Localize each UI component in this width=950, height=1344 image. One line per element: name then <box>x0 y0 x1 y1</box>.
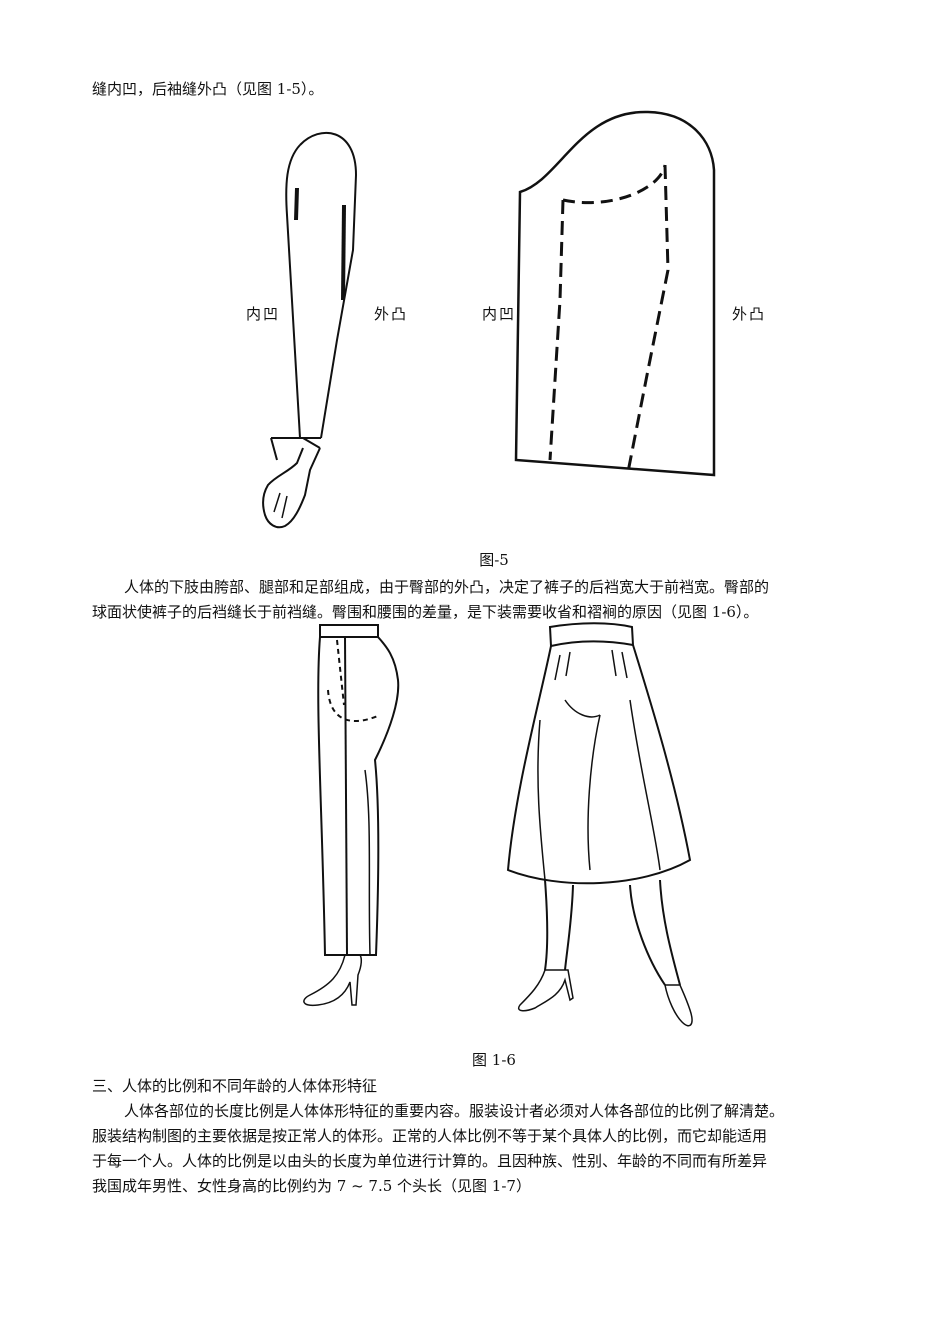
figure-1-5 <box>262 110 716 529</box>
label-inner-sleeve: 内凹 <box>482 305 517 323</box>
para2-line1: 人体各部位的长度比例是人体体形特征的重要内容。服装设计者必须对人体各部位的比例了… <box>124 1102 785 1120</box>
para2-line4: 我国成年男性、女性身高的比例约为 7 ~ 7.5 个头长（见图 1-7） <box>92 1177 531 1195</box>
section-heading: 三、人体的比例和不同年龄的人体体形特征 <box>92 1077 378 1095</box>
sleeve-illustration <box>514 110 716 477</box>
label-outer-arm: 外凸 <box>374 305 409 323</box>
para2-line2: 服装结构制图的主要依据是按正常人的体形。正常的人体比例不等于某个具体人的比例，而… <box>92 1127 768 1145</box>
trousers-illustration <box>303 624 400 1007</box>
caption-figure-5: 图-5 <box>479 551 509 569</box>
caption-figure-6: 图 1-6 <box>472 1051 516 1069</box>
skirt-illustration <box>506 622 693 1027</box>
para1-line2: 球面状使裤子的后裆缝长于前裆缝。臀围和腰围的差量，是下装需要收省和褶裥的原因（见… <box>92 603 759 621</box>
label-inner-arm: 内凹 <box>246 305 281 323</box>
label-outer-sleeve: 外凸 <box>732 305 767 323</box>
para1-line1: 人体的下肢由胯部、腿部和足部组成，由于臀部的外凸，决定了裤子的后裆宽大于前裆宽。… <box>124 578 770 596</box>
figure-1-6 <box>303 622 693 1027</box>
text-line-top: 缝内凹，后袖缝外凸（见图 1-5）。 <box>92 80 324 98</box>
para2-line3: 于每一个人。人体的比例是以由头的长度为单位进行计算的。且因种族、性别、年龄的不同… <box>92 1152 768 1170</box>
arm-illustration <box>262 131 358 529</box>
